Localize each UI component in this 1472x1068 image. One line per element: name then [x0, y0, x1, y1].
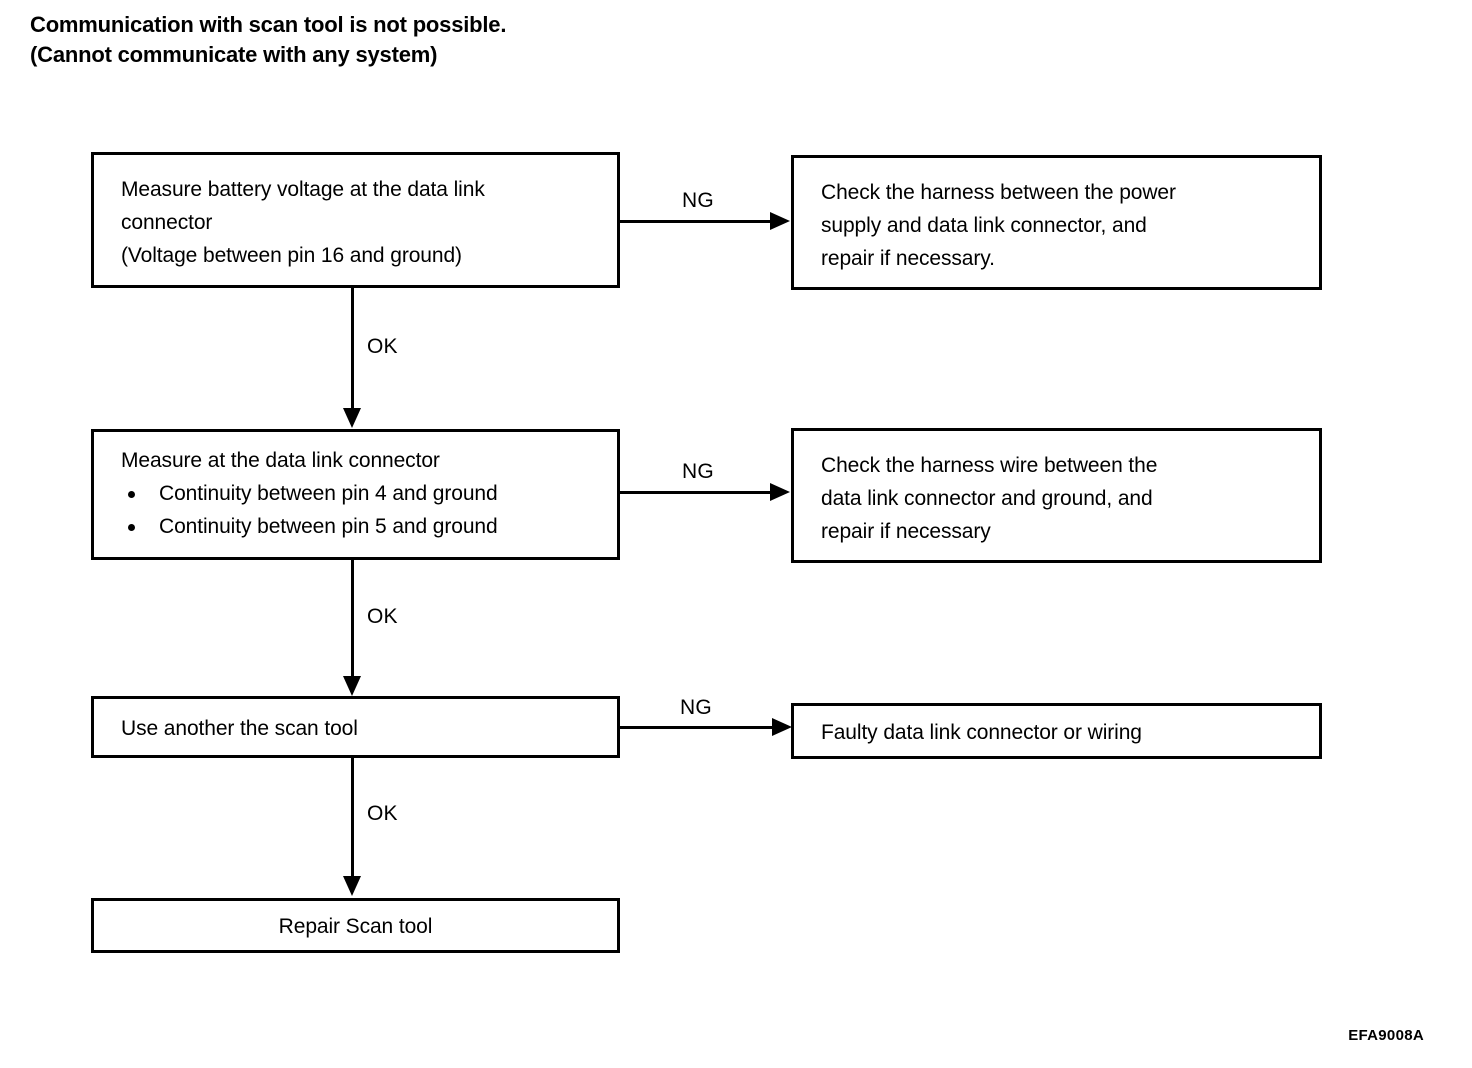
connector-ng-1-line	[620, 220, 772, 223]
step-4-line-1: Repair Scan tool	[278, 915, 433, 938]
connector-ng-3-line	[620, 726, 778, 729]
page-title-line-1: Communication with scan tool is not poss…	[30, 12, 507, 37]
bullet-point-icon	[128, 491, 135, 498]
document-code: EFA9008A	[1348, 1027, 1424, 1044]
step-2-bullet-list: Continuity between pin 4 and ground Cont…	[121, 477, 607, 543]
page-title-line-2: (Cannot communicate with any system)	[30, 42, 438, 67]
step-2-bullet-1-label: Continuity between pin 4 and ground	[159, 482, 498, 505]
outcome-2-line-2: data link connector and ground, and	[821, 487, 1153, 510]
outcome-box-faulty-connector: Faulty data link connector or wiring	[791, 703, 1322, 759]
outcome-box-check-power-harness: Check the harness between the power supp…	[791, 155, 1322, 290]
step-2-heading: Measure at the data link connector	[121, 449, 440, 472]
step-3-line-1: Use another the scan tool	[121, 717, 358, 740]
outcome-1-line-3: repair if necessary.	[821, 247, 995, 270]
step-1-line-3: (Voltage between pin 16 and ground)	[121, 244, 462, 267]
step-1-line-2: connector	[121, 211, 213, 234]
connector-ng-3-arrowhead	[772, 718, 792, 736]
outcome-2-line-1: Check the harness wire between the	[821, 454, 1158, 477]
outcome-1-line-1: Check the harness between the power	[821, 181, 1176, 204]
outcome-1-line-2: supply and data link connector, and	[821, 214, 1147, 237]
step-box-repair-scan-tool: Repair Scan tool	[91, 898, 620, 953]
connector-ok-3-line	[351, 758, 354, 880]
connector-ok-3-arrowhead	[343, 876, 361, 896]
page-title: Communication with scan tool is not poss…	[30, 10, 930, 70]
edge-label-ng-3: NG	[680, 696, 712, 719]
outcome-2-line-3: repair if necessary	[821, 520, 991, 543]
connector-ng-2-line	[620, 491, 772, 494]
step-2-bullet-2: Continuity between pin 5 and ground	[121, 510, 607, 543]
step-box-measure-battery-voltage: Measure battery voltage at the data link…	[91, 152, 620, 288]
connector-ok-2-line	[351, 560, 354, 680]
edge-label-ng-1: NG	[682, 189, 714, 212]
step-box-use-another-scan-tool: Use another the scan tool	[91, 696, 620, 758]
edge-label-ok-1: OK	[367, 335, 398, 358]
bullet-point-icon	[128, 524, 135, 531]
edge-label-ng-2: NG	[682, 460, 714, 483]
connector-ng-1-arrowhead	[770, 212, 790, 230]
edge-label-ok-2: OK	[367, 605, 398, 628]
connector-ok-1-arrowhead	[343, 408, 361, 428]
step-2-bullet-1: Continuity between pin 4 and ground	[121, 477, 607, 510]
step-1-line-1: Measure battery voltage at the data link	[121, 178, 485, 201]
outcome-box-check-ground-harness: Check the harness wire between the data …	[791, 428, 1322, 563]
connector-ng-2-arrowhead	[770, 483, 790, 501]
step-2-bullet-2-label: Continuity between pin 5 and ground	[159, 515, 498, 538]
outcome-3-line-1: Faulty data link connector or wiring	[821, 721, 1142, 744]
edge-label-ok-3: OK	[367, 802, 398, 825]
connector-ok-2-arrowhead	[343, 676, 361, 696]
connector-ok-1-line	[351, 288, 354, 412]
step-box-measure-continuity: Measure at the data link connector Conti…	[91, 429, 620, 560]
